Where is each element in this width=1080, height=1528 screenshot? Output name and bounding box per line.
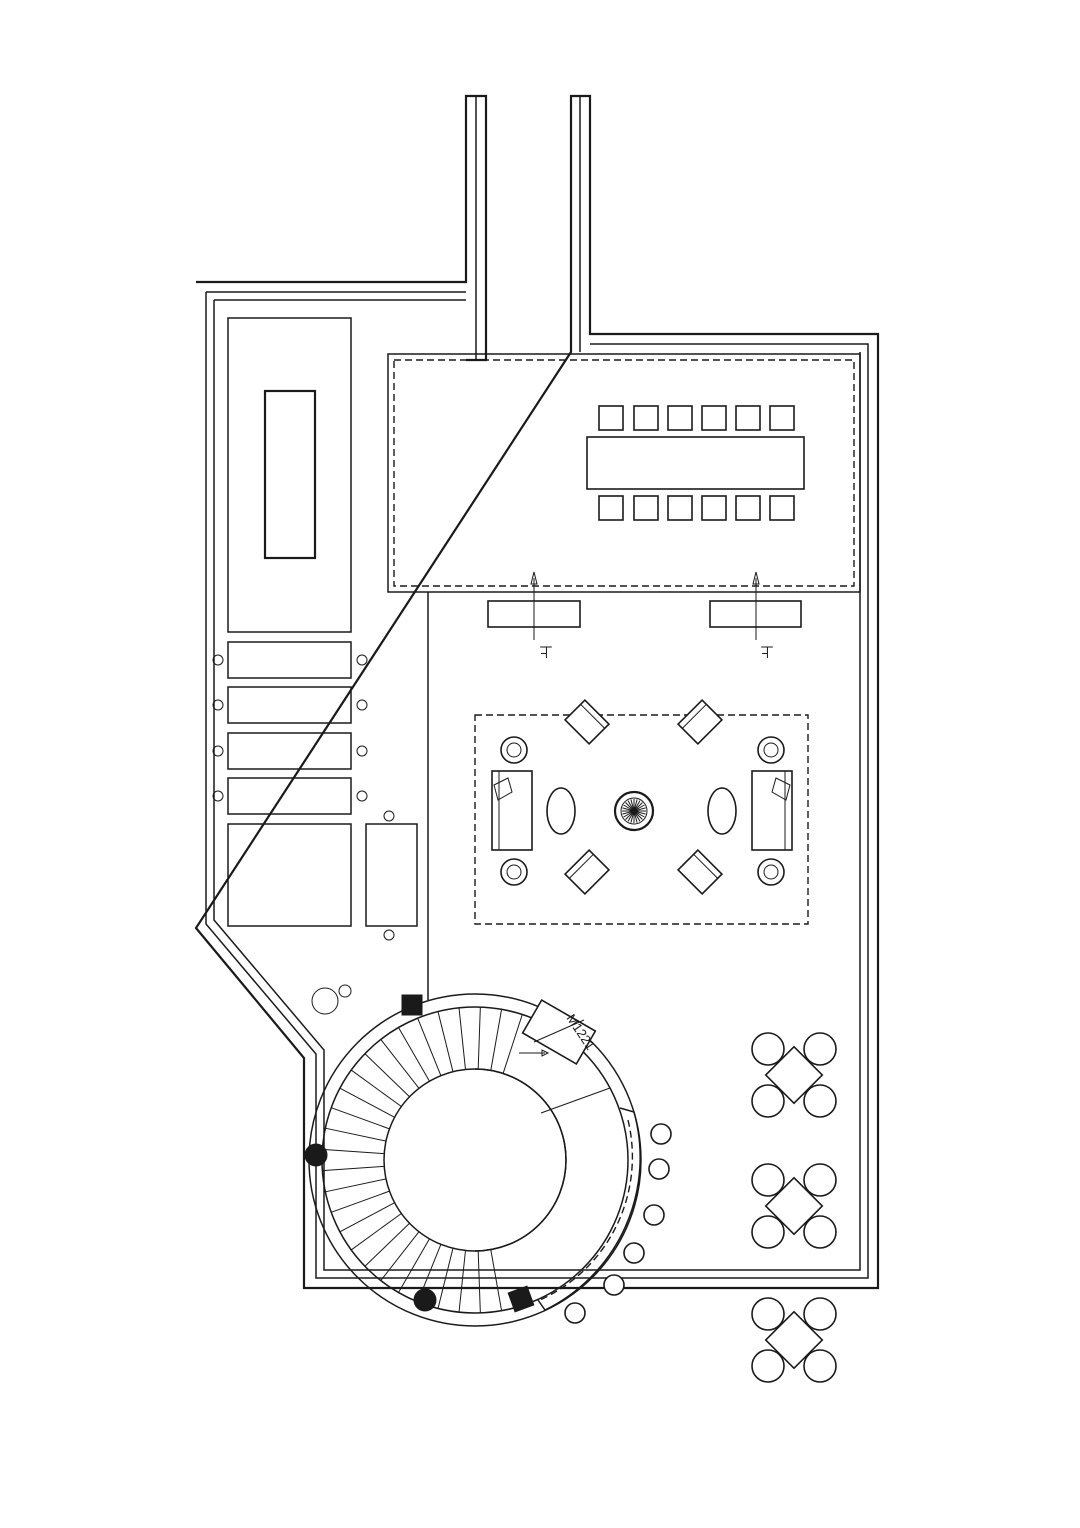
bar-stool	[564, 1302, 586, 1324]
bench	[227, 641, 352, 679]
round-stool	[757, 858, 785, 886]
conference-chairs-top	[598, 405, 795, 431]
conference-table	[586, 436, 805, 490]
dining-set	[751, 1163, 837, 1249]
storage-block	[227, 810, 418, 941]
chair	[769, 495, 795, 521]
chair	[598, 405, 624, 431]
bar-stool	[650, 1123, 672, 1145]
peg	[356, 654, 368, 666]
chair	[598, 495, 624, 521]
lounge-area	[474, 714, 809, 925]
chair	[751, 1084, 785, 1118]
round-stool	[500, 736, 528, 764]
chair	[751, 1297, 785, 1331]
peg	[356, 699, 368, 711]
upper-room	[387, 353, 861, 1000]
changing-benches	[212, 641, 368, 815]
plant-pots	[311, 984, 352, 1015]
chair	[633, 405, 659, 431]
peg	[356, 790, 368, 802]
up-label-right: 上	[760, 644, 773, 659]
table	[764, 1310, 824, 1370]
table	[764, 1176, 824, 1236]
up-label-left: 上	[539, 644, 552, 659]
chair	[803, 1163, 837, 1197]
dining-set	[751, 1032, 837, 1118]
sofa-left	[491, 770, 533, 851]
sofa-right	[751, 770, 793, 851]
chair	[803, 1084, 837, 1118]
chair	[803, 1215, 837, 1249]
bar-stool	[648, 1158, 670, 1180]
step-unit-right: 上	[709, 571, 802, 659]
dining-sets	[751, 1032, 837, 1383]
armchair	[563, 848, 611, 896]
bench	[227, 732, 352, 770]
chair	[751, 1163, 785, 1197]
step-unit-left: 上	[487, 571, 581, 659]
bar-stools	[564, 1123, 672, 1324]
chair	[751, 1349, 785, 1383]
bench	[227, 686, 352, 724]
round-stool	[757, 736, 785, 764]
table	[764, 1045, 824, 1105]
lounge-seats	[500, 698, 785, 896]
peg	[212, 790, 224, 802]
chair	[769, 405, 795, 431]
spiral-staircase	[304, 993, 642, 1327]
armchair	[563, 698, 611, 746]
peg	[212, 699, 224, 711]
chair	[667, 495, 693, 521]
bar-stool	[603, 1274, 625, 1296]
door-m1221: M1221	[521, 998, 598, 1066]
chair	[751, 1215, 785, 1249]
chair	[803, 1032, 837, 1066]
chair	[803, 1349, 837, 1383]
peg	[212, 654, 224, 666]
dining-set	[751, 1297, 837, 1383]
bar-stool	[623, 1242, 645, 1264]
chair	[751, 1032, 785, 1066]
pool-area	[227, 317, 352, 633]
bar-stool	[643, 1204, 665, 1226]
peg	[212, 745, 224, 757]
chair	[735, 405, 761, 431]
bench	[227, 777, 352, 815]
chair	[633, 495, 659, 521]
chair	[735, 495, 761, 521]
conference-chairs-bottom	[598, 495, 795, 521]
chair	[667, 405, 693, 431]
armchair	[676, 848, 724, 896]
peg	[356, 745, 368, 757]
chair	[701, 405, 727, 431]
chair	[701, 495, 727, 521]
chair	[803, 1297, 837, 1331]
round-stool	[500, 858, 528, 886]
armchair	[676, 698, 724, 746]
